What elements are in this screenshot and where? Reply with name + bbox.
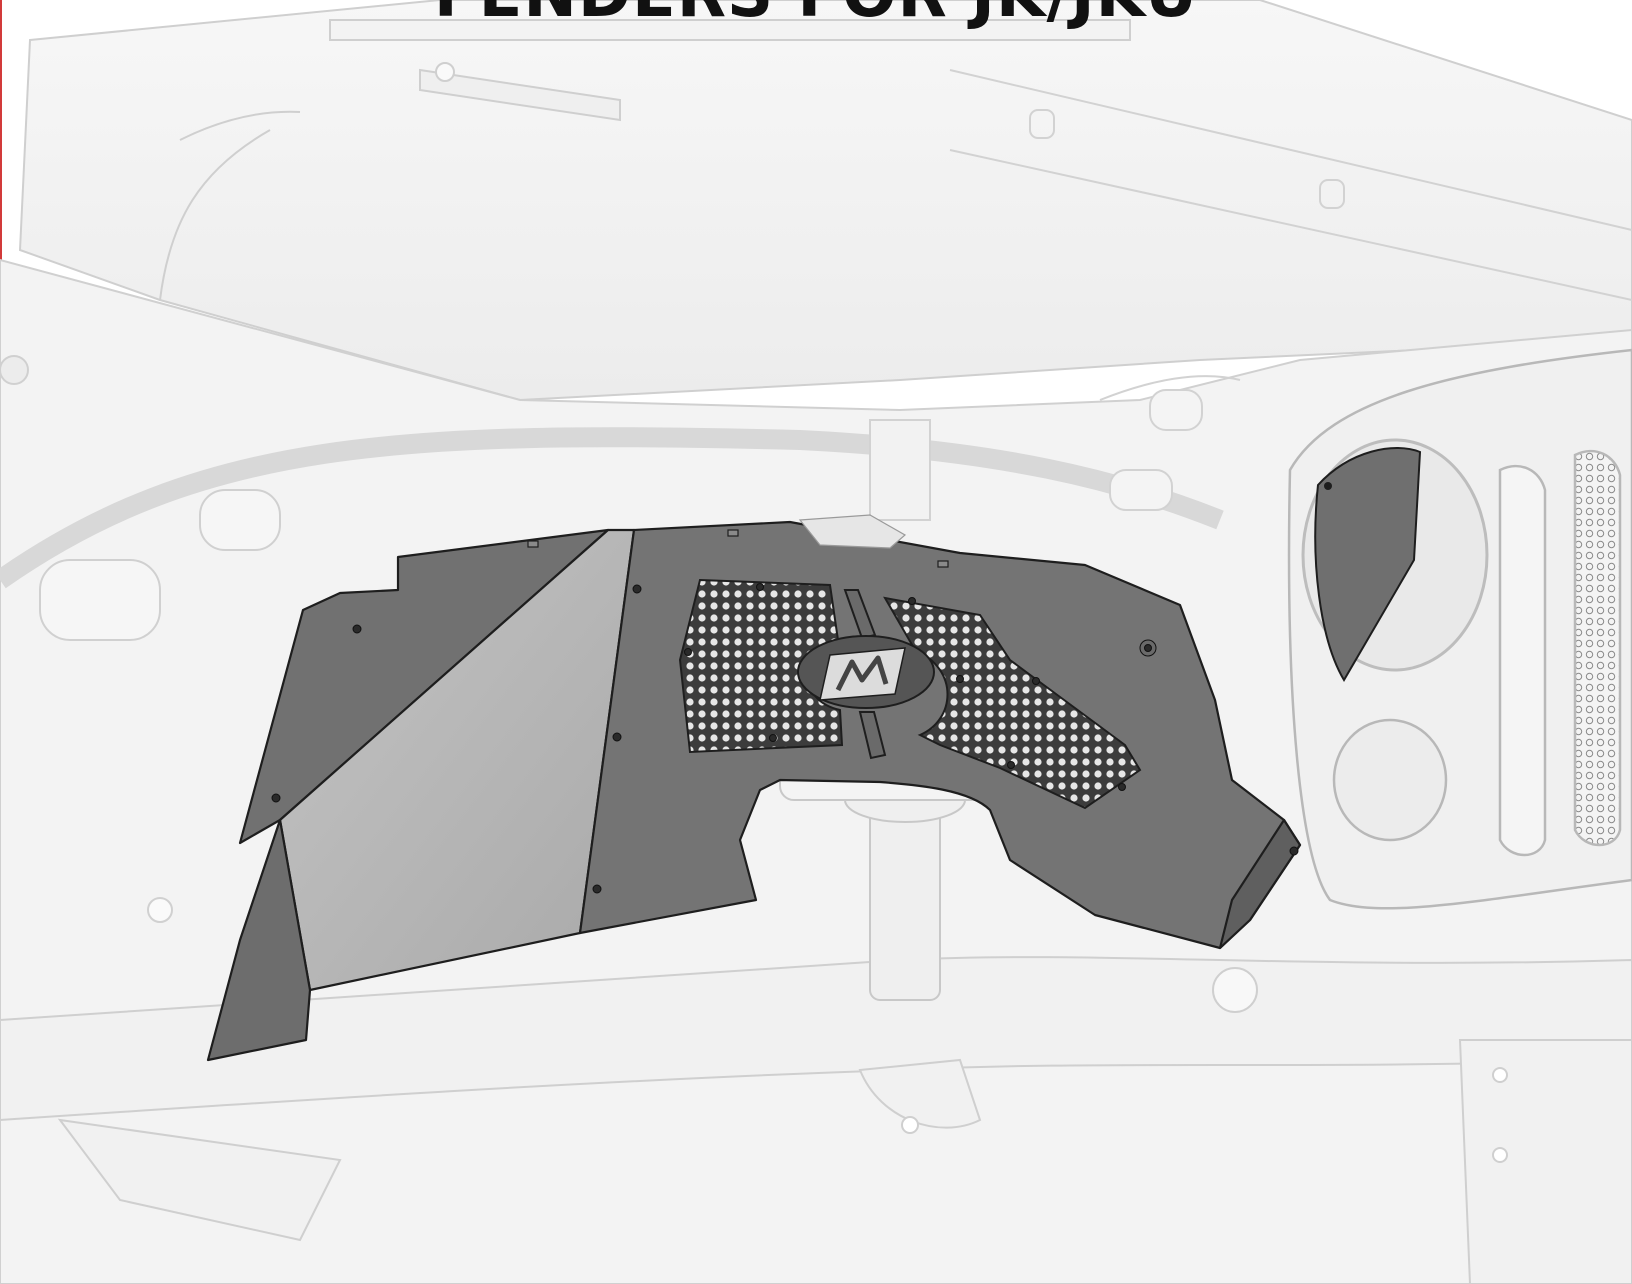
mounting-tabs	[527, 514, 949, 568]
lower-flap-panel	[206, 818, 312, 1062]
brand-logo	[797, 635, 935, 709]
inner-structure-ghost	[869, 69, 1632, 521]
front-cap-panel	[1218, 818, 1302, 950]
fastener-bolts	[271, 583, 1299, 894]
slot-top	[843, 589, 877, 640]
hood-outline	[18, 0, 1632, 402]
slot-bottom	[858, 711, 887, 760]
frame-rail-ghost	[0, 956, 1632, 1284]
perforated-vents	[678, 578, 1142, 810]
page-title: FENDERS FOR JK/JKU	[0, 0, 1632, 32]
headlight-bucket-panel	[1314, 447, 1422, 682]
middle-liner-panel	[278, 528, 636, 992]
